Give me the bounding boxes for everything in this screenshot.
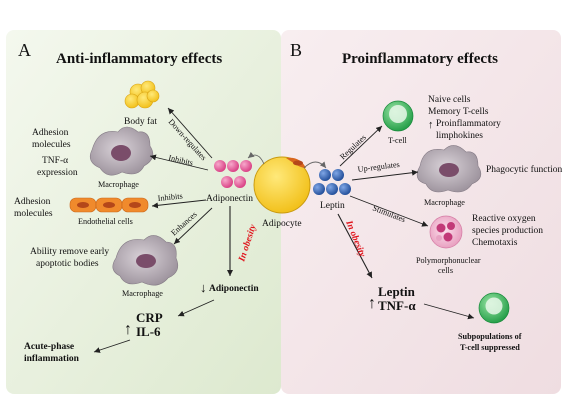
arrow-enhances bbox=[173, 207, 213, 245]
acute-phase-line2: inflammation bbox=[24, 354, 80, 364]
macrophage-1-label: Macrophage bbox=[98, 180, 139, 189]
adiponectin-label: Adiponectin bbox=[206, 194, 253, 204]
pmn-line2: cells bbox=[438, 266, 453, 275]
adiponectin-down-arrow: ↓ bbox=[200, 280, 207, 295]
arrow-inhibits-1 bbox=[149, 154, 209, 171]
ability-line2: apoptotic bodies bbox=[36, 259, 99, 269]
macrophage-icon-2 bbox=[112, 235, 179, 286]
il6-label: IL-6 bbox=[136, 324, 161, 339]
inhibits-2-label: Inhibits bbox=[157, 191, 183, 203]
tcell-icon bbox=[382, 100, 414, 132]
body-fat-icon bbox=[124, 80, 160, 109]
macrophage-2-label: Macrophage bbox=[122, 289, 163, 298]
macrophage-b-label: Macrophage bbox=[424, 198, 465, 207]
pmn-cell-icon bbox=[429, 215, 463, 249]
naive-cells-label: Naive cells bbox=[428, 95, 471, 105]
crp-up-arrow: ↑ bbox=[124, 321, 132, 338]
adipocyte-icon bbox=[253, 156, 311, 214]
phagocytic-label: Phagocytic function bbox=[486, 164, 562, 175]
arrow-to-acute bbox=[93, 339, 131, 353]
proinf-up-arrow: ↑ bbox=[428, 119, 434, 131]
adhesion-molecules-1-line2: molecules bbox=[32, 140, 71, 150]
ros-line2: species production bbox=[472, 226, 543, 236]
suppressed-line1: Subpopulations of bbox=[458, 332, 522, 341]
panel-b-title: Proinflammatory effects bbox=[342, 51, 498, 67]
tcell-label: T-cell bbox=[388, 136, 408, 145]
leptin-cells-icon bbox=[313, 169, 351, 195]
arrow-adipocyte-to-adiponectin bbox=[247, 151, 265, 165]
arrow-inhibits-2 bbox=[151, 199, 207, 209]
adipocyte-label: Adipocyte bbox=[262, 219, 302, 229]
body-fat-label: Body fat bbox=[124, 116, 157, 127]
endothelial-cells-label: Endothelial cells bbox=[78, 217, 133, 226]
leptin-high-label: Leptin bbox=[378, 284, 416, 299]
panel-b-letter: B bbox=[290, 40, 302, 60]
proinflammatory-line2: limphokines bbox=[436, 131, 483, 141]
endothelial-cells-icon bbox=[69, 197, 149, 213]
adhesion-molecules-2-line2: molecules bbox=[14, 209, 53, 219]
acute-phase-line1: Acute-phase bbox=[24, 342, 74, 352]
arrow-to-crp bbox=[177, 299, 215, 317]
arrow-stimulates bbox=[349, 195, 429, 227]
arrow-down-regulates bbox=[167, 107, 213, 159]
adhesion-molecules-2-line1: Adhesion bbox=[14, 197, 51, 207]
chemotaxis-label: Chemotaxis bbox=[472, 238, 518, 248]
arrow-in-obesity-right bbox=[337, 213, 373, 279]
adhesion-molecules-1-line1: Adhesion bbox=[32, 128, 69, 138]
tnf-expression-line2: expression bbox=[37, 168, 78, 178]
arrow-adipocyte-to-leptin bbox=[303, 161, 327, 169]
arrow-regulates bbox=[339, 125, 383, 167]
panel-a-title: Anti-inflammatory effects bbox=[56, 51, 222, 67]
panel-a-letter: A bbox=[18, 40, 31, 60]
crp-label: CRP bbox=[136, 310, 163, 325]
suppressed-tcell-icon bbox=[478, 292, 510, 324]
leptin-label: Leptin bbox=[320, 201, 345, 211]
tnf-expression-line1: TNF-α bbox=[42, 156, 68, 166]
adiponectin-low-label: Adiponectin bbox=[209, 284, 259, 294]
macrophage-icon-1 bbox=[89, 126, 154, 176]
suppressed-line2: T-cell suppressed bbox=[460, 343, 520, 352]
arrow-up-regulates bbox=[351, 169, 419, 181]
ros-line1: Reactive oxygen bbox=[472, 214, 536, 224]
memory-tcells-label: Memory T-cells bbox=[428, 107, 489, 117]
macrophage-icon-b bbox=[416, 145, 482, 193]
proinflammatory-line1: Proinflammatory bbox=[436, 118, 501, 129]
pmn-line1: Polymorphonuclear bbox=[416, 256, 481, 265]
adiponectin-cells-icon bbox=[214, 160, 252, 188]
ability-line1: Ability remove early bbox=[30, 247, 109, 257]
tnf-high-label: TNF-α bbox=[378, 298, 416, 313]
arrow-to-suppressed bbox=[423, 303, 475, 320]
leptin-up-arrow: ↑ bbox=[368, 295, 376, 312]
